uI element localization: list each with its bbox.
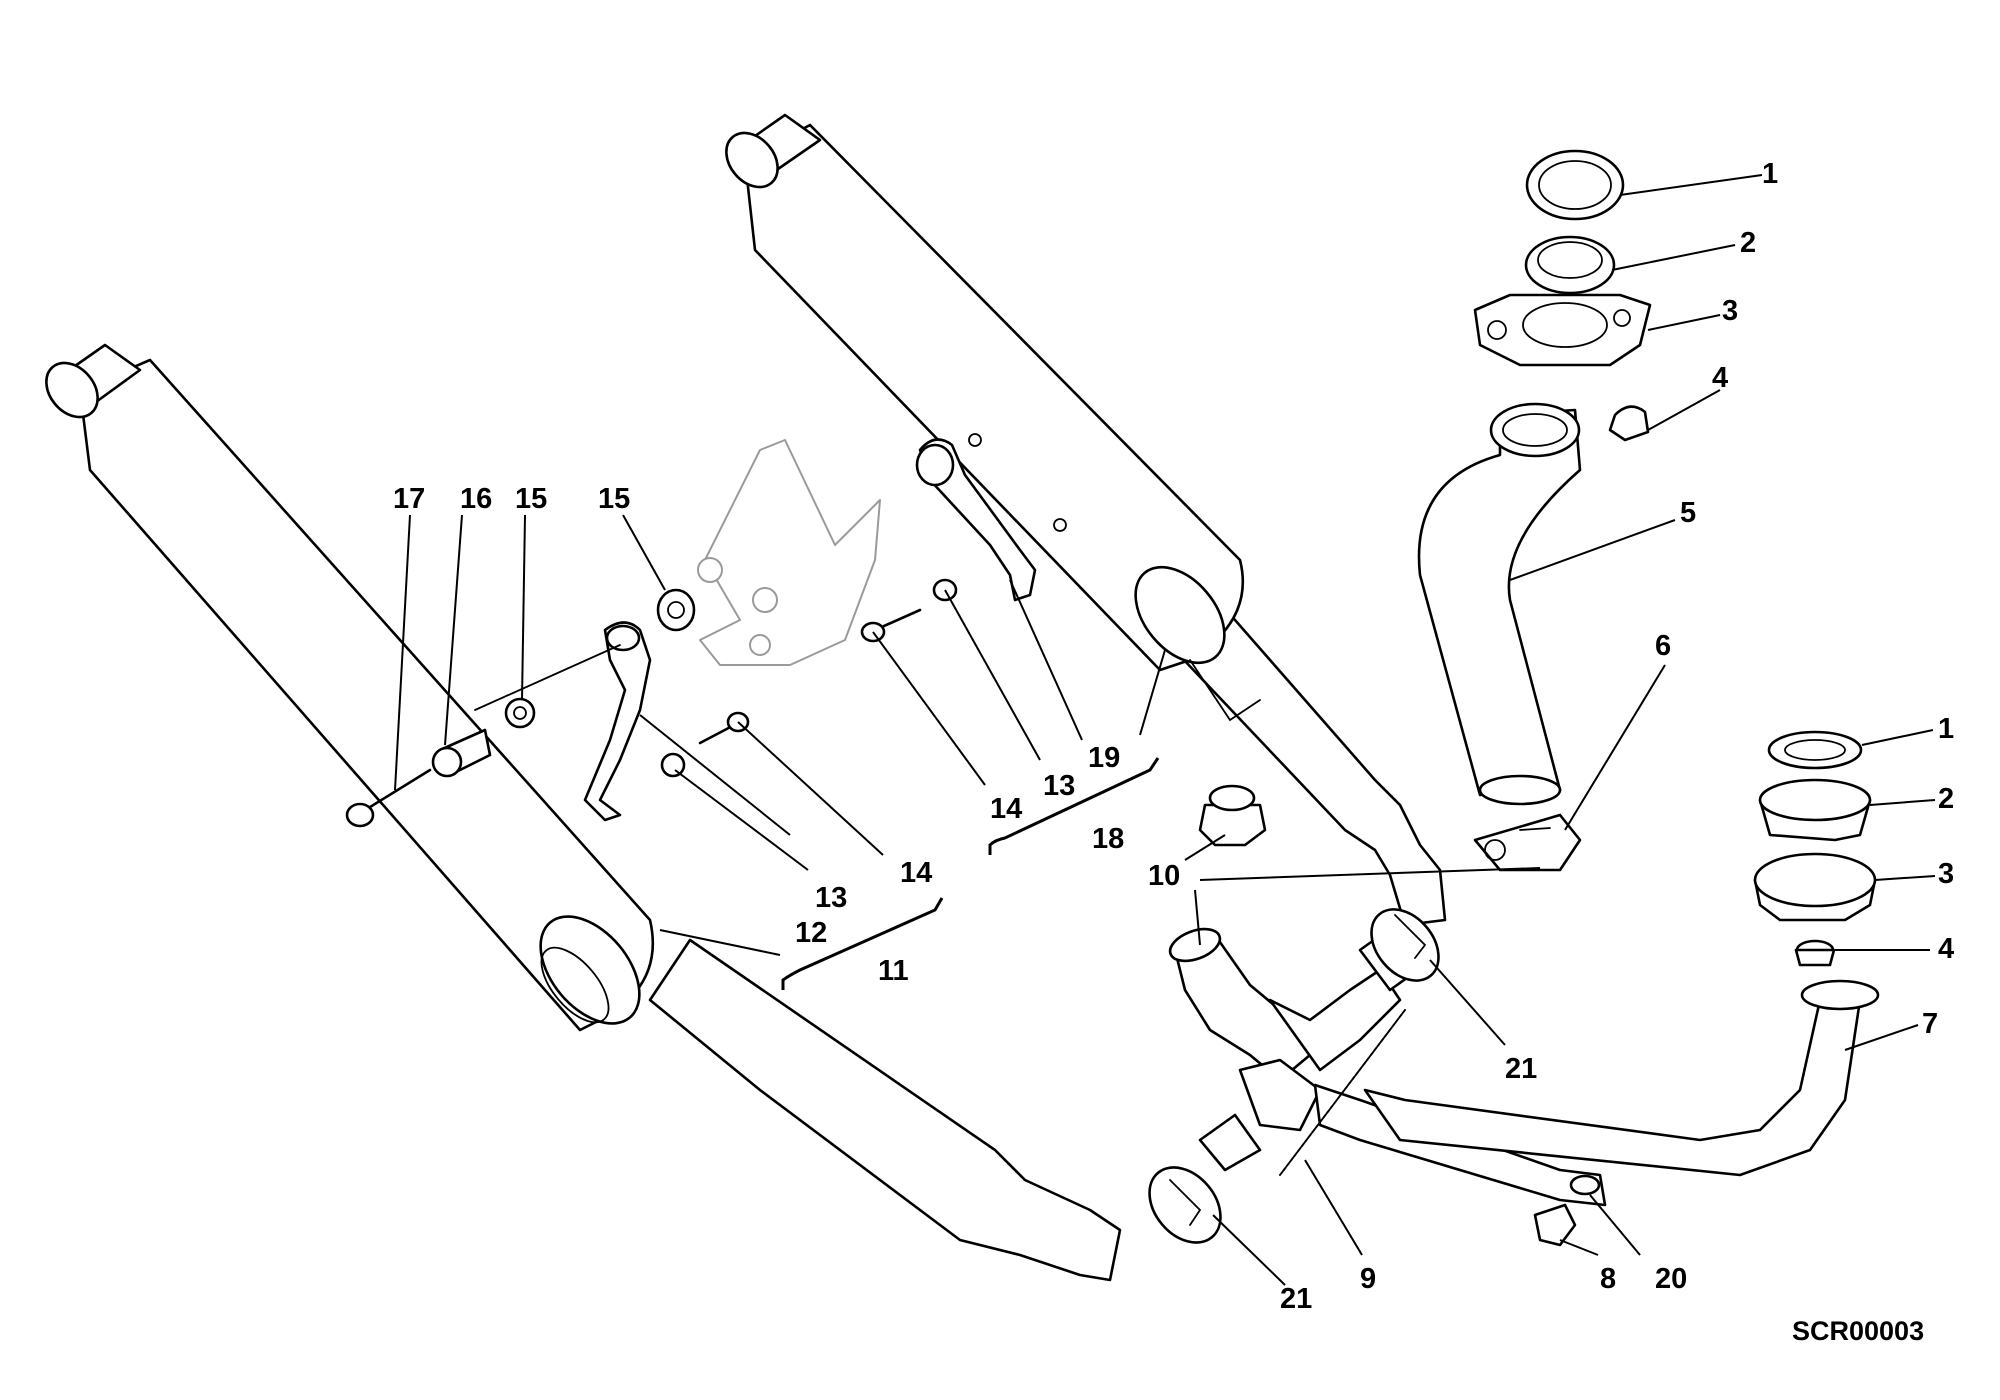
callout-18: 18 [1092, 823, 1124, 855]
callout-20: 20 [1655, 1263, 1687, 1295]
washer-13-a [660, 752, 686, 778]
callout-1-upper: 1 [1762, 158, 1778, 190]
spring [1279, 1009, 1406, 1176]
bushing-15-b [656, 588, 696, 632]
bushing-15-a [504, 697, 536, 729]
callout-15-a: 15 [515, 483, 547, 515]
upper-header-assembly [1417, 149, 1652, 806]
callout-17: 17 [393, 483, 425, 515]
frame-bracket-ghost [697, 439, 881, 666]
spacer-16 [431, 728, 492, 778]
group-bracket-11 [781, 897, 944, 990]
callout-2-upper: 2 [1740, 227, 1756, 259]
callout-4-upper: 4 [1712, 362, 1728, 394]
group-bracket-18 [988, 757, 1160, 855]
bolt-14-b [860, 608, 922, 643]
callout-labels: 1 2 3 4 5 6 1 2 3 4 7 8 20 9 21 21 10 11… [393, 158, 1954, 1346]
bolt-14-a [698, 711, 750, 745]
left-muffler [45, 343, 1122, 1282]
bolt-17 [345, 768, 432, 828]
clamp-left [1148, 1166, 1222, 1244]
callout-19: 19 [1088, 742, 1120, 774]
callout-8: 8 [1600, 1263, 1616, 1295]
callout-3-lower: 3 [1938, 858, 1954, 890]
exhaust-clamp-6 [1473, 813, 1582, 872]
lower-header-assembly [1753, 730, 1877, 967]
clamp-right [1370, 908, 1440, 982]
callout-5: 5 [1680, 497, 1696, 529]
callout-15-b: 15 [598, 483, 630, 515]
callout-7: 7 [1922, 1008, 1938, 1040]
nut-8 [1533, 1203, 1577, 1247]
callout-1-lower: 1 [1938, 713, 1954, 745]
callout-9: 9 [1360, 1263, 1376, 1295]
callout-6: 6 [1655, 630, 1671, 662]
rubber-mount-10 [1198, 784, 1267, 847]
washer-20 [1569, 1174, 1601, 1196]
callout-14-left: 14 [900, 857, 932, 889]
callout-21-lower: 21 [1280, 1283, 1312, 1315]
right-hanger-bracket [915, 433, 1067, 602]
drawing-code: SCR00003 [1792, 1316, 1924, 1346]
callout-14-right: 14 [990, 793, 1022, 825]
callout-21-upper: 21 [1505, 1053, 1537, 1085]
callout-13-left: 13 [815, 882, 847, 914]
callout-10: 10 [1148, 860, 1180, 892]
callout-13-right: 13 [1043, 770, 1075, 802]
callout-11: 11 [878, 955, 909, 987]
callout-2-lower: 2 [1938, 783, 1954, 815]
callout-16: 16 [460, 483, 492, 515]
leader-lines [394, 174, 1936, 1286]
right-muffler [725, 113, 1447, 927]
callout-3-upper: 3 [1722, 295, 1738, 327]
callout-4-lower: 4 [1938, 933, 1954, 965]
left-hanger-bracket [474, 621, 652, 822]
callout-12: 12 [795, 917, 827, 949]
